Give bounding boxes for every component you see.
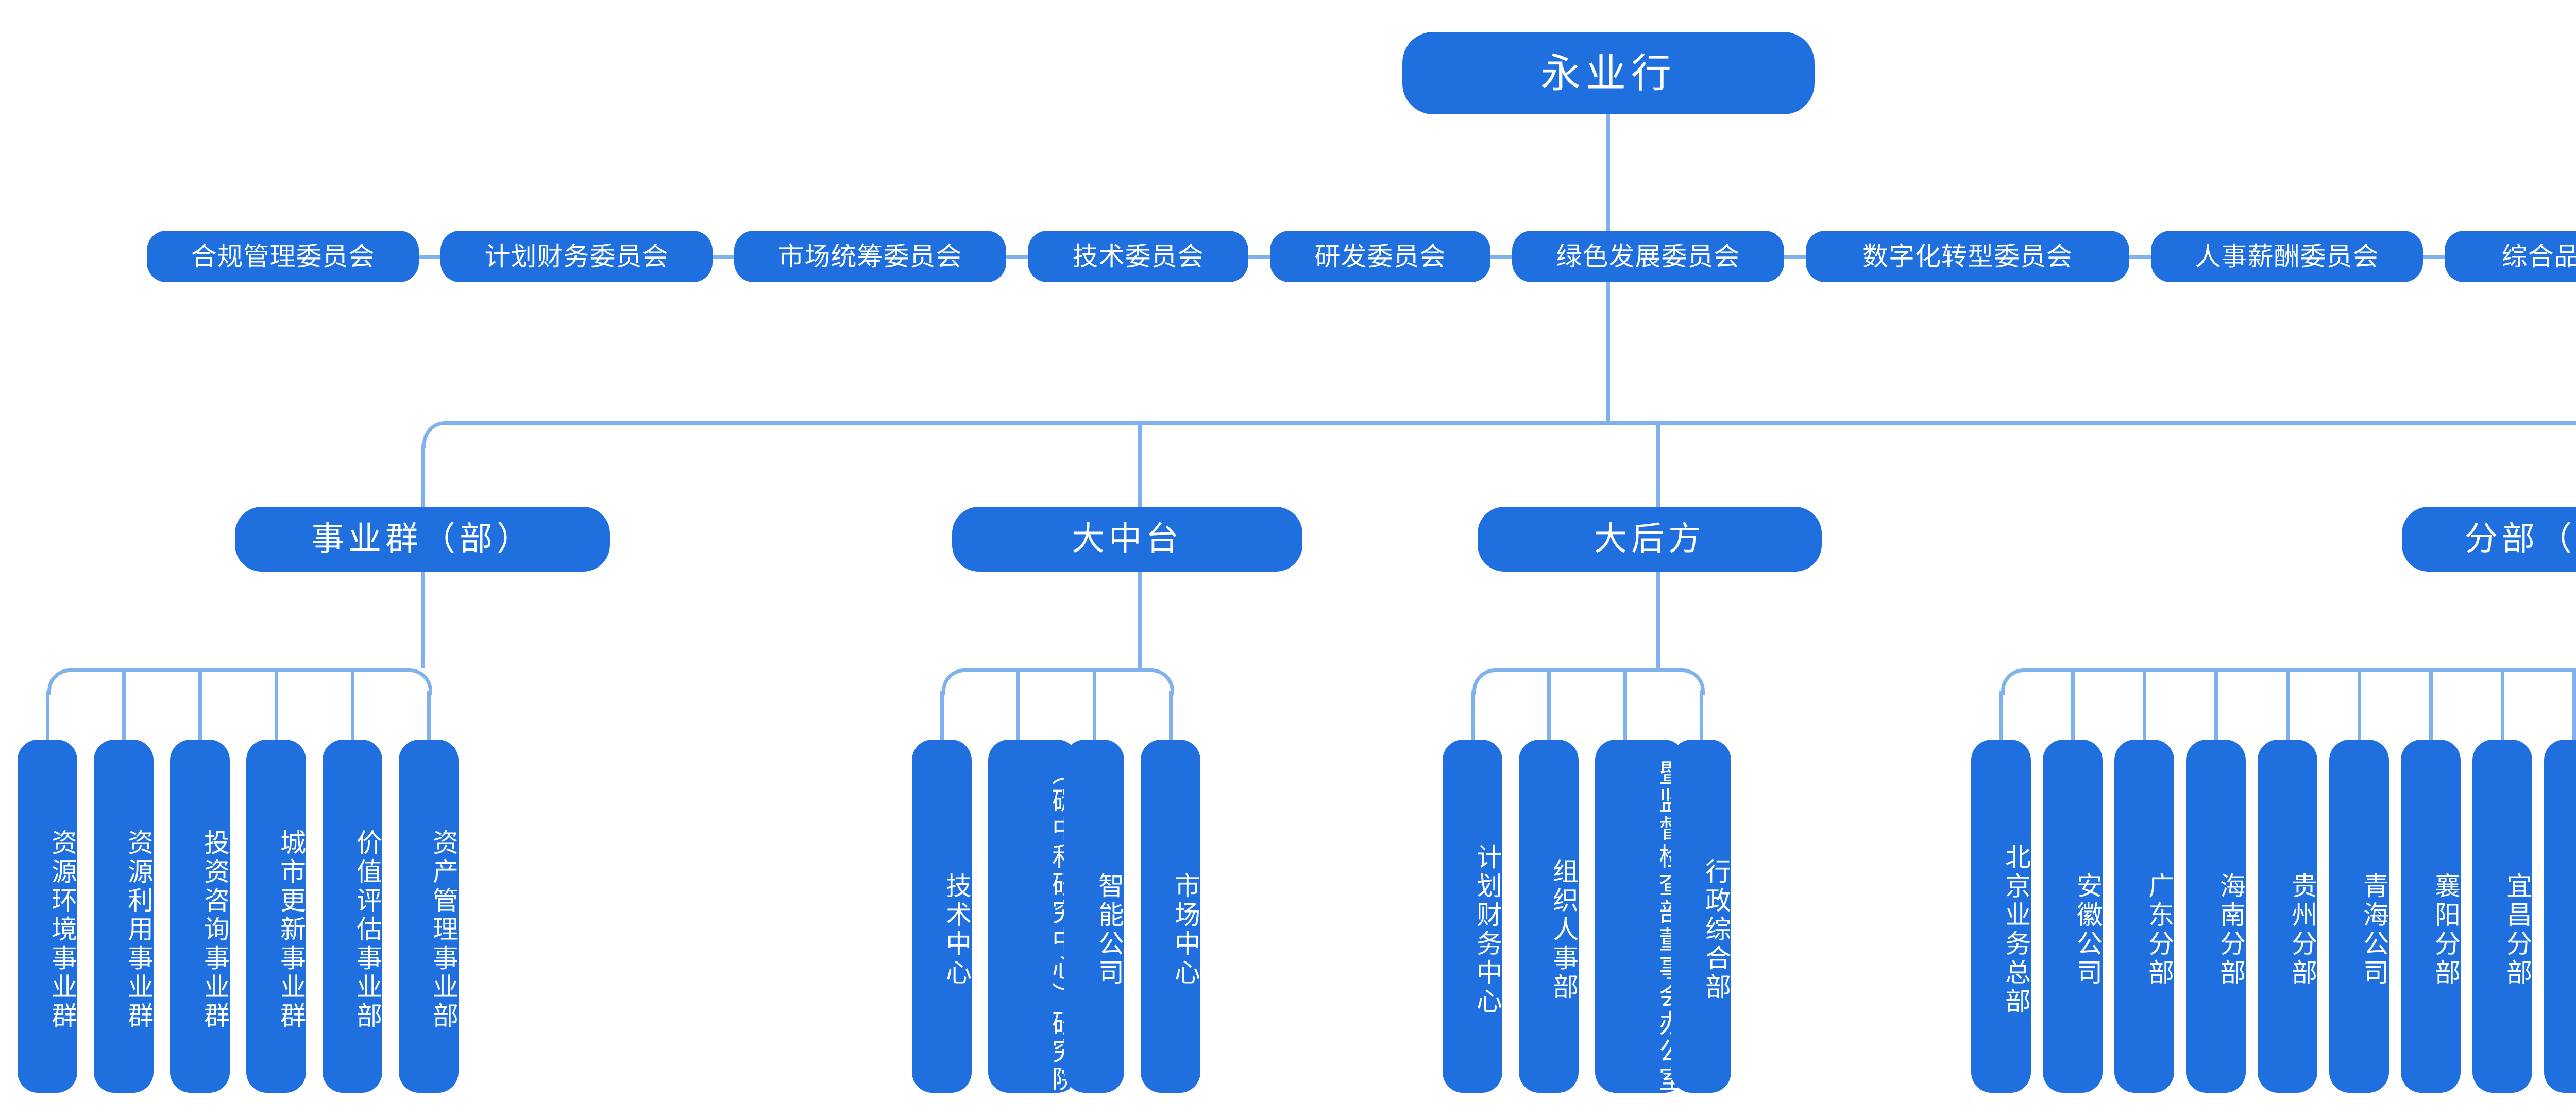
leaf-node-1-4[interactable]: 城市更新事业群	[246, 740, 306, 1093]
leaf-bus-elbow-left-3	[1472, 668, 1499, 695]
leaf-node-1-3[interactable]: 投资咨询事业群	[170, 740, 230, 1093]
leaf-drop-4-2	[2071, 668, 2075, 744]
leaf-bus-1	[70, 668, 406, 672]
leaf-drop-2-4	[1169, 691, 1173, 744]
committee-link-8	[2423, 255, 2445, 259]
leaf-bus-elbow-left-4	[2001, 668, 2027, 695]
committee-link-1	[419, 255, 440, 259]
leaf-node-4-6[interactable]: 青海公司	[2329, 740, 2389, 1093]
leaf-drop-4-7	[2429, 668, 2433, 744]
leaf-drop-2-1	[940, 691, 944, 744]
leaf-drop-4-6	[2358, 668, 2361, 744]
leaf-drop-3-2	[1547, 668, 1551, 744]
leaf-node-1-5[interactable]: 价值评估事业部	[323, 740, 382, 1093]
group-bus-horizontal	[445, 421, 2573, 425]
leaf-node-4-3[interactable]: 广东分部	[2114, 740, 2174, 1093]
leaf-drop-1-1	[46, 691, 49, 744]
leaf-drop-3-4	[1700, 691, 1703, 744]
leaf-drop-4-5	[2286, 668, 2290, 744]
leaf-node-3-2[interactable]: 组织人事部	[1519, 740, 1579, 1093]
leaf-bus-3	[1495, 668, 1679, 672]
group-bus-drop-2	[1138, 421, 1142, 507]
leaf-node-2-3[interactable]: 智能公司	[1064, 740, 1124, 1093]
group-bus-elbow-left	[422, 421, 449, 448]
leaf-node-4-9[interactable]: 黄石分部	[2544, 740, 2576, 1093]
leaf-drop-4-3	[2143, 668, 2146, 744]
committee-link-5	[1490, 255, 1512, 259]
leaf-drop-3-1	[1471, 691, 1475, 744]
group-header-1[interactable]: 事业群（部）	[235, 507, 610, 572]
leaf-drop-4-1	[1999, 691, 2003, 744]
group-bus-elbow-right	[2573, 421, 2576, 448]
leaf-node-1-6[interactable]: 资产管理事业部	[399, 740, 459, 1093]
group-bus-drop-3	[1656, 421, 1660, 507]
group-bus-drop-1	[421, 444, 425, 507]
committee-node-6[interactable]: 绿色发展委员会	[1512, 231, 1784, 282]
committee-link-4	[1248, 255, 1270, 259]
leaf-bus-elbow-left-1	[47, 668, 74, 695]
committee-link-3	[1006, 255, 1028, 259]
leaf-node-2-1[interactable]: 技术中心	[912, 740, 972, 1093]
leaf-node-2-2[interactable]: （碳中和研究中心）研究院	[988, 740, 1078, 1093]
committee-node-3[interactable]: 市场统筹委员会	[734, 231, 1006, 282]
leaf-drop-2-2	[1016, 668, 1020, 744]
committee-node-2[interactable]: 计划财务委员会	[440, 231, 713, 282]
leaf-node-4-5[interactable]: 贵州分部	[2258, 740, 2317, 1093]
leaf-drop-4-8	[2501, 668, 2504, 744]
connector-root-stem	[1606, 114, 1610, 245]
committee-link-6	[1784, 255, 1806, 259]
leaf-bus-2	[964, 668, 1148, 672]
leaf-node-4-7[interactable]: 襄阳分部	[2401, 740, 2461, 1093]
leaf-bus-elbow-left-2	[942, 668, 968, 695]
committee-node-1[interactable]: 合规管理委员会	[147, 231, 419, 282]
committee-node-4[interactable]: 技术委员会	[1028, 231, 1248, 282]
root-node[interactable]: 永业行	[1402, 32, 1815, 114]
committee-node-9[interactable]: 综合品牌委员会	[2445, 231, 2576, 282]
leaf-drop-4-9	[2572, 668, 2576, 744]
leaf-drop-4-4	[2214, 668, 2218, 744]
leaf-drop-1-2	[122, 668, 126, 744]
committee-node-7[interactable]: 数字化转型委员会	[1806, 231, 2129, 282]
leaf-drop-3-3	[1623, 668, 1627, 744]
group-header-4[interactable]: 分部（分公司）	[2402, 507, 2576, 572]
group-header-2[interactable]: 大中台	[952, 507, 1302, 572]
leaf-drop-1-5	[351, 668, 354, 744]
leaf-node-3-4[interactable]: 行政综合部	[1671, 740, 1731, 1093]
committee-link-7	[2129, 255, 2151, 259]
group-header-3[interactable]: 大后方	[1478, 507, 1822, 572]
committee-link-2	[713, 255, 734, 259]
group-stem-1	[421, 572, 425, 668]
committee-node-5[interactable]: 研发委员会	[1270, 231, 1490, 282]
leaf-drop-1-6	[427, 691, 431, 744]
leaf-bus-4	[2024, 668, 2576, 672]
group-stem-3	[1656, 572, 1660, 668]
group-stem-2	[1138, 572, 1142, 668]
leaf-node-4-2[interactable]: 安徽公司	[2043, 740, 2103, 1093]
leaf-node-3-1[interactable]: 计划财务中心	[1443, 740, 1502, 1093]
leaf-node-4-4[interactable]: 海南分部	[2186, 740, 2246, 1093]
leaf-node-4-1[interactable]: 北京业务总部	[1971, 740, 2031, 1093]
leaf-drop-1-4	[275, 668, 278, 744]
leaf-node-1-2[interactable]: 资源利用事业群	[94, 740, 154, 1093]
leaf-drop-2-3	[1093, 668, 1096, 744]
leaf-node-2-4[interactable]: 市场中心	[1141, 740, 1200, 1093]
leaf-node-1-1[interactable]: 资源环境事业群	[18, 740, 77, 1093]
connector-committee-stem	[1606, 282, 1610, 423]
leaf-drop-1-3	[198, 668, 202, 744]
committee-node-8[interactable]: 人事薪酬委员会	[2151, 231, 2423, 282]
leaf-node-4-8[interactable]: 宜昌分部	[2472, 740, 2532, 1093]
